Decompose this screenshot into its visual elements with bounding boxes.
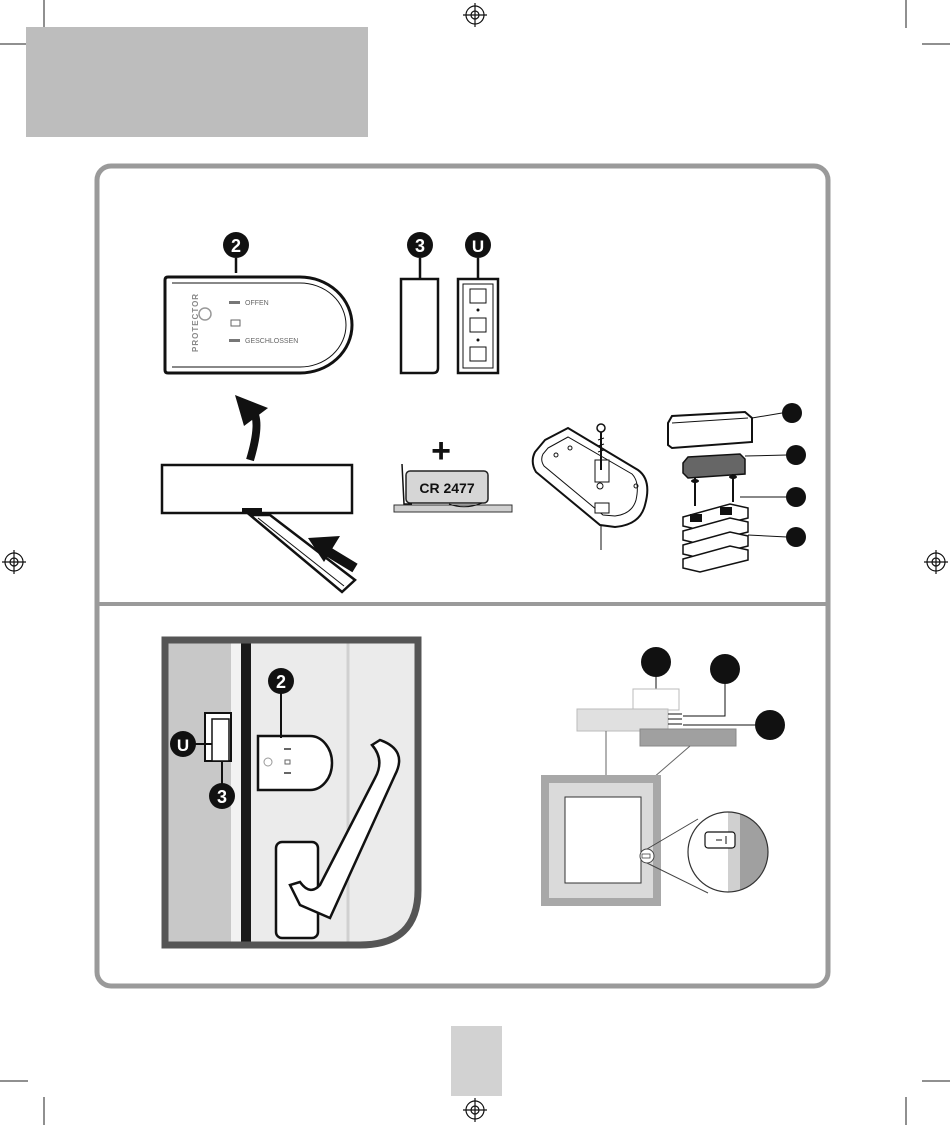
callout-u-bottom-label: U xyxy=(177,736,189,755)
callout-u-top-label: U xyxy=(472,237,484,256)
callout-side-1 xyxy=(641,647,671,677)
callout-2-bottom-label: 2 xyxy=(276,672,286,692)
window-installation-illustration: 2 U 3 xyxy=(165,640,418,945)
magnifier-icon xyxy=(688,812,768,892)
callout-stack-4 xyxy=(786,527,806,547)
callout-side-2 xyxy=(710,654,740,684)
spacer-plates xyxy=(683,504,748,572)
header-block xyxy=(26,27,368,137)
callout-stack-2 xyxy=(786,445,806,465)
page-number-block xyxy=(451,1026,502,1096)
battery-type: CR 2477 xyxy=(419,480,474,496)
registration-mark-left xyxy=(2,550,26,574)
sensor-label-closed: GESCHLOSSEN xyxy=(245,338,298,345)
registration-mark-top xyxy=(463,3,487,27)
callout-3-bottom-label: 3 xyxy=(217,787,227,807)
callout-3-top-label: 3 xyxy=(415,236,425,256)
callout-2-top-label: 2 xyxy=(231,236,241,256)
sensor-brand: PROTECTOR xyxy=(191,293,200,352)
battery-polarity: + xyxy=(431,432,451,470)
registration-mark-right xyxy=(924,550,948,574)
callout-stack-3 xyxy=(786,487,806,507)
sensor-label-open: OFFEN xyxy=(245,300,269,307)
registration-mark-bottom xyxy=(463,1098,487,1122)
callout-stack-1 xyxy=(782,403,802,423)
callout-side-3 xyxy=(755,710,785,740)
